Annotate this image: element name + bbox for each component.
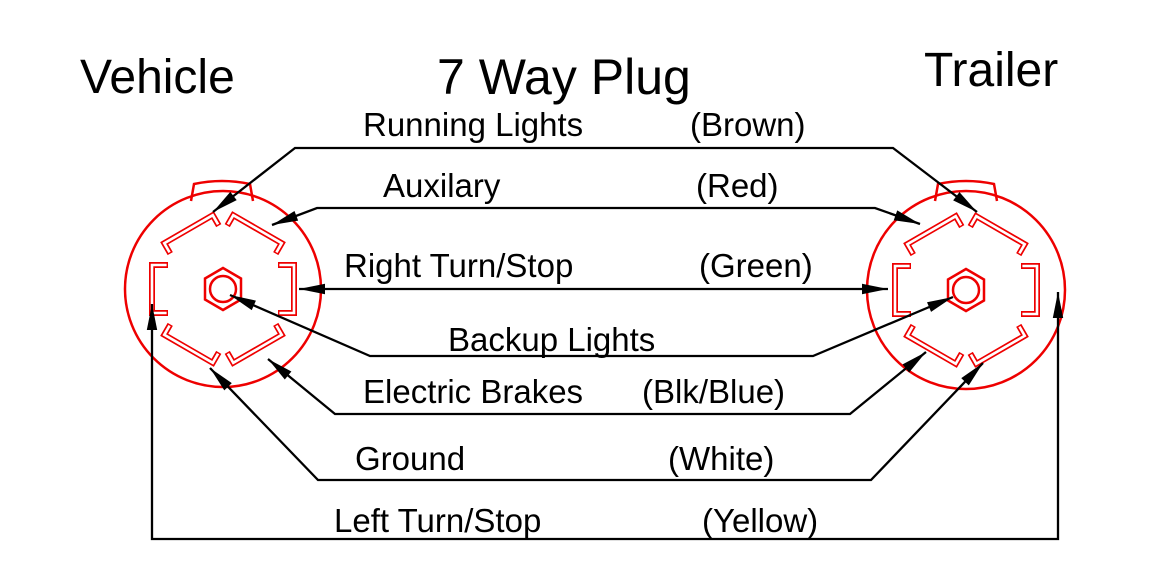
trailer-pin-electric-brakes (903, 323, 965, 368)
vehicle-plug-connector (123, 179, 323, 389)
label-backup-lights: Backup Lights (448, 321, 655, 358)
label-electric-brakes-color: (Blk/Blue) (642, 373, 785, 410)
label-auxilary: Auxilary (383, 167, 501, 204)
wire-left-turn-stop (146, 292, 1064, 541)
wire-auxilary (271, 206, 921, 227)
vehicle-pin-backup-center (203, 266, 243, 312)
trailer-pin-backup-center (946, 267, 986, 313)
label-ground-color: (White) (668, 440, 774, 477)
label-ground: Ground (355, 440, 465, 477)
wire-running-lights (212, 146, 978, 213)
vehicle-title: Vehicle (80, 51, 235, 104)
label-right-turn-stop-color: (Green) (699, 247, 813, 284)
diagram-title: 7 Way Plug (437, 49, 691, 105)
label-left-turn-stop-color: (Yellow) (702, 502, 818, 539)
trailer-pin-right-turn (892, 263, 911, 317)
label-left-turn-stop: Left Turn/Stop (334, 502, 541, 539)
label-electric-brakes: Electric Brakes (363, 373, 583, 410)
trailer-plug-connector (865, 179, 1067, 391)
wire-ground (209, 362, 984, 482)
label-running-lights-color: (Brown) (690, 106, 806, 143)
trailer-pin-ground (967, 323, 1029, 368)
vehicle-pin-electric-brakes (224, 322, 286, 367)
trailer-title: Trailer (924, 44, 1058, 97)
vehicle-pin-auxilary (224, 211, 286, 256)
trailer-index-tab (933, 179, 999, 202)
label-auxilary-color: (Red) (696, 167, 779, 204)
trailer-pin-left-turn (1021, 263, 1040, 317)
vehicle-pin-right-turn (278, 262, 297, 316)
trailer-pin-auxilary (903, 212, 965, 257)
trailer-pin-running-lights (967, 212, 1029, 257)
vehicle-pin-running-lights (160, 211, 222, 256)
vehicle-pin-left-turn (149, 262, 168, 316)
vehicle-pin-ground (160, 322, 222, 367)
label-right-turn-stop: Right Turn/Stop (344, 247, 573, 284)
label-running-lights: Running Lights (363, 106, 583, 143)
